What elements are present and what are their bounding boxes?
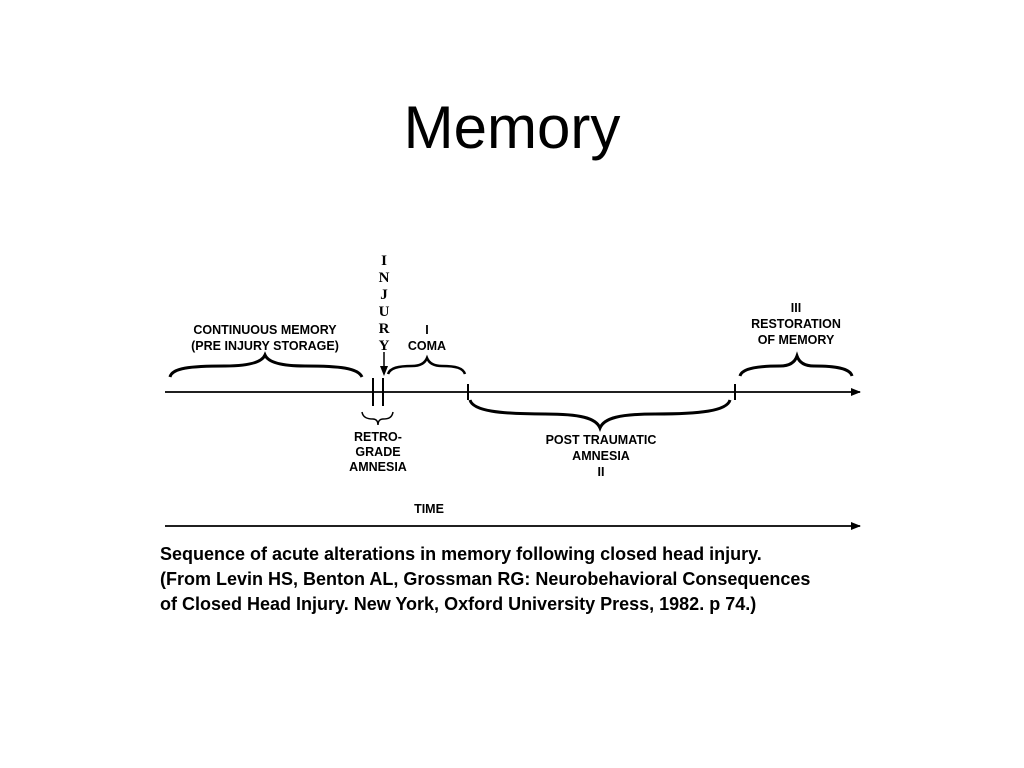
post-traumatic-brace [468,399,732,433]
injury-letter: Y [379,338,390,354]
injury-letter: R [379,321,390,337]
slide-title: Memory [403,94,621,161]
restoration-label: III [791,301,801,315]
retrograde-label: GRADE [355,445,400,459]
restoration-label: RESTORATION [751,317,841,331]
retrograde-brace [361,411,394,426]
restoration-label: OF MEMORY [758,333,835,347]
figure-caption: Sequence of acute alterations in memory … [160,542,920,617]
continuous-memory-brace [168,351,364,378]
post-traumatic-label: AMNESIA [572,449,630,463]
injury-letter: U [379,304,390,320]
restoration-brace [738,351,854,377]
injury-letter: J [380,287,388,303]
coma-brace [386,354,467,375]
coma-label: COMA [408,339,446,353]
post-traumatic-label: II [598,465,605,479]
caption-line: Sequence of acute alterations in memory … [160,544,762,564]
retrograde-label: AMNESIA [349,460,407,474]
coma-label: I [425,323,428,337]
continuous-memory-label: (PRE INJURY STORAGE) [191,339,339,353]
caption-line: (From Levin HS, Benton AL, Grossman RG: … [160,569,811,589]
post-traumatic-label: POST TRAUMATIC [546,433,657,447]
continuous-memory-label: CONTINUOUS MEMORY [193,323,337,337]
caption-line: of Closed Head Injury. New York, Oxford … [160,594,757,614]
retrograde-label: RETRO- [354,430,402,444]
injury-letter: I [381,253,387,269]
injury-letter: N [379,270,390,286]
injury-arrowhead [380,366,388,376]
time-label: TIME [414,502,444,516]
